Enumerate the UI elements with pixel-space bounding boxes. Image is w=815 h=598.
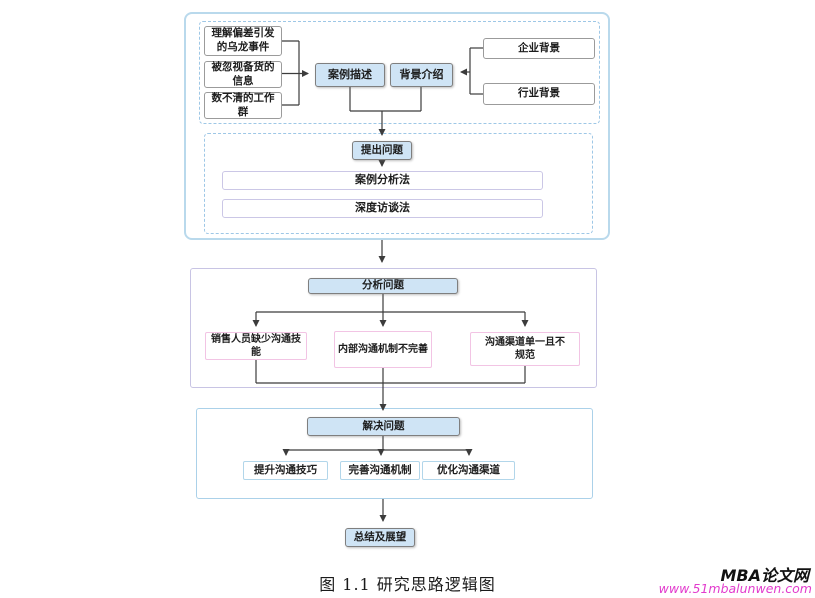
case-background-dashed-group — [199, 21, 600, 124]
method-case-analysis-box: 案例分析法 — [222, 171, 543, 190]
case-source-2-box: 被忽视备货的信息 — [204, 61, 282, 88]
problem-1-box: 销售人员缺少沟通技能 — [205, 332, 307, 360]
enterprise-background-box: 企业背景 — [483, 38, 595, 59]
problem-2-box: 内部沟通机制不完善 — [334, 331, 432, 368]
solution-1-box: 提升沟通技巧 — [243, 461, 328, 480]
watermark-site-url: www.51mbalunwen.com — [658, 581, 812, 596]
conclusion-box: 总结及展望 — [345, 528, 415, 547]
case-description-box: 案例描述 — [315, 63, 385, 87]
question-methods-dashed-group — [204, 133, 593, 234]
case-source-3-box: 数不清的工作群 — [204, 92, 282, 119]
solution-2-box: 完善沟通机制 — [340, 461, 420, 480]
watermark-site-name: MBA论文网 — [720, 566, 809, 585]
solve-question-box: 解决问题 — [307, 417, 460, 436]
figure-caption: 图 1.1 研究思路逻辑图 — [319, 575, 496, 594]
case-source-1-box: 理解偏差引发的乌龙事件 — [204, 26, 282, 56]
industry-background-box: 行业背景 — [483, 83, 595, 105]
solution-3-box: 优化沟通渠道 — [422, 461, 515, 480]
raise-question-box: 提出问题 — [352, 141, 412, 160]
method-depth-interview-box: 深度访谈法 — [222, 199, 543, 218]
problem-3-box: 沟通渠道单一且不规范 — [470, 332, 580, 366]
background-introduction-box: 背景介绍 — [390, 63, 453, 87]
analyze-question-box: 分析问题 — [308, 278, 458, 294]
